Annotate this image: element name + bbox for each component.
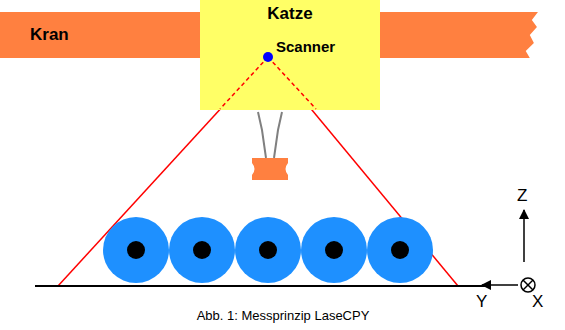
figure-caption: Abb. 1: Messprinzip LaseCPY [197,309,370,323]
axis-label: Z [517,187,527,206]
axis-label: Y [476,293,487,312]
coil [367,217,433,283]
coil [235,217,301,283]
coil [103,217,169,283]
coil-eye [127,241,145,259]
laser-beam-dashed [220,57,268,109]
coil-row [103,217,433,283]
x-axis [521,278,535,292]
axis-label: X [532,293,543,312]
scanner-label: Scanner [276,39,335,56]
y-axis [482,284,518,286]
ground-line [35,285,490,287]
coil-eye [259,241,277,259]
spreader [252,112,288,180]
coil [301,217,367,283]
z-axis [523,210,525,262]
laser-beam-dashed [268,57,316,109]
coil-eye [325,241,343,259]
coil-eye [391,241,409,259]
scanner-dot [263,52,273,62]
node-title: Katze [200,4,380,24]
coil [169,217,235,283]
coil-eye [193,241,211,259]
